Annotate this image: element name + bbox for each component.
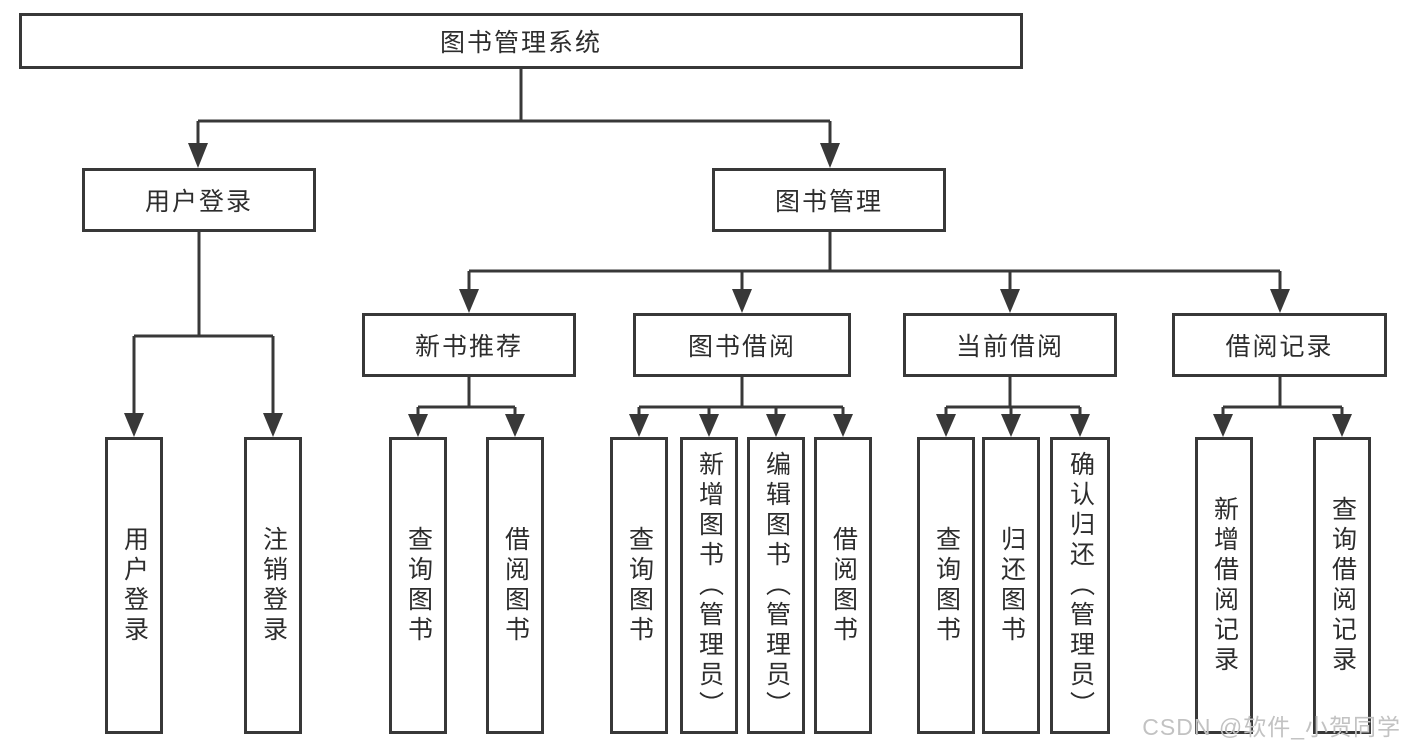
leaf-query-borrow-record-label: 查询借阅记录 (1328, 495, 1357, 676)
leaf-query-borrow-record: 查询借阅记录 (1313, 437, 1371, 734)
node-borrowing-records: 借阅记录 (1172, 313, 1387, 377)
watermark: CSDN @软件_小贺同学 (1142, 714, 1401, 740)
leaf-query-books-borrowing: 查询图书 (610, 437, 668, 734)
node-book-borrowing-label: 图书借阅 (687, 333, 796, 361)
leaf-query-books-recommend-label: 查询图书 (404, 525, 433, 646)
node-book-borrowing: 图书借阅 (633, 313, 851, 377)
node-root-label: 图书管理系统 (439, 29, 602, 57)
leaf-user-login: 用户登录 (105, 437, 163, 734)
arrowheads (124, 143, 1352, 437)
leaf-add-books-admin-label: 新增图书（管理员） (695, 450, 724, 721)
leaf-logout: 注销登录 (244, 437, 302, 734)
node-new-book-recommendation: 新书推荐 (362, 313, 576, 377)
node-book-management: 图书管理 (712, 168, 946, 232)
leaf-return-books: 归还图书 (982, 437, 1040, 734)
leaf-add-borrow-record: 新增借阅记录 (1195, 437, 1253, 734)
leaf-logout-label: 注销登录 (259, 525, 288, 646)
leaf-query-books-borrowing-label: 查询图书 (625, 525, 654, 646)
leaf-borrow-books-borrowing-label: 借阅图书 (829, 525, 858, 646)
leaf-edit-books-admin: 编辑图书（管理员） (747, 437, 805, 734)
node-current-borrowing: 当前借阅 (903, 313, 1117, 377)
node-user-login-label: 用户登录 (144, 188, 253, 216)
leaf-confirm-return-admin: 确认归还（管理员） (1050, 437, 1110, 734)
leaf-return-books-label: 归还图书 (997, 525, 1026, 646)
leaf-edit-books-admin-label: 编辑图书（管理员） (762, 450, 791, 721)
node-book-management-label: 图书管理 (774, 188, 883, 216)
node-new-book-recommendation-label: 新书推荐 (414, 333, 523, 361)
leaf-query-books-recommend: 查询图书 (389, 437, 447, 734)
node-current-borrowing-label: 当前借阅 (955, 333, 1064, 361)
leaf-query-books-current: 查询图书 (917, 437, 975, 734)
leaf-borrow-books-recommend: 借阅图书 (486, 437, 544, 734)
leaf-add-borrow-record-label: 新增借阅记录 (1210, 495, 1239, 676)
leaf-borrow-books-borrowing: 借阅图书 (814, 437, 872, 734)
node-borrowing-records-label: 借阅记录 (1225, 333, 1334, 361)
node-root: 图书管理系统 (19, 13, 1023, 69)
leaf-user-login-label: 用户登录 (120, 525, 149, 646)
leaf-add-books-admin: 新增图书（管理员） (680, 437, 738, 734)
node-user-login: 用户登录 (82, 168, 316, 232)
leaf-confirm-return-admin-label: 确认归还（管理员） (1066, 450, 1095, 721)
leaf-query-books-current-label: 查询图书 (932, 525, 961, 646)
leaf-borrow-books-recommend-label: 借阅图书 (501, 525, 530, 646)
